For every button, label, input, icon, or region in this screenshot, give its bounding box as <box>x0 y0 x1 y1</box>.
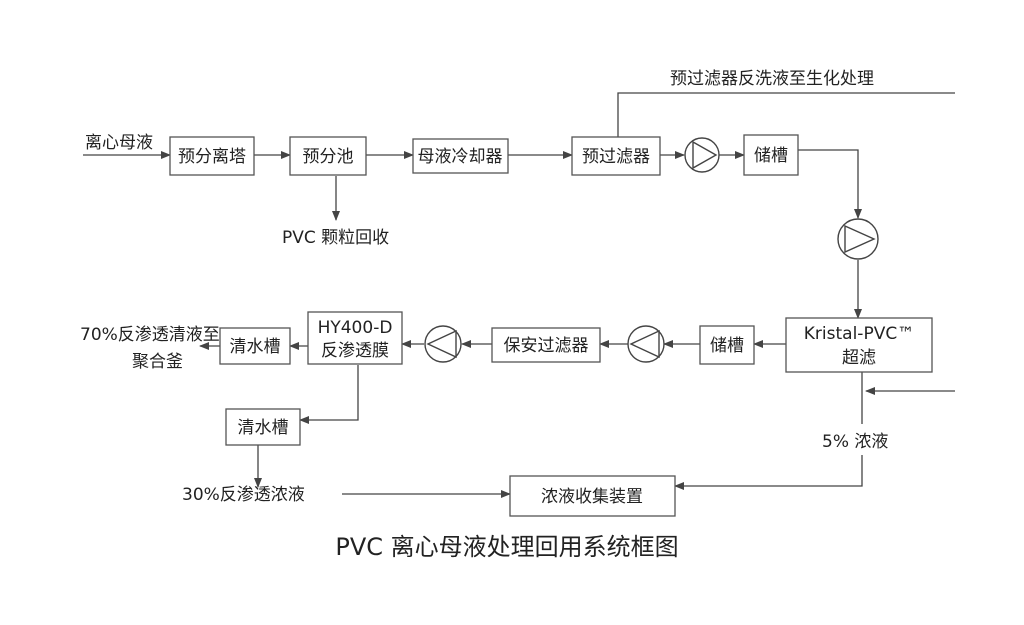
clean-water-tank-2-label: 清水槽 <box>238 418 289 438</box>
security-filter-box <box>491 327 601 363</box>
kristal-uf-label-line2: 超滤 <box>842 348 876 368</box>
storage-tank-2-box <box>699 325 755 365</box>
ro-membrane-box <box>307 311 403 365</box>
clean-water-tank-1-box <box>219 327 291 365</box>
input-label: 离心母液 <box>85 133 153 153</box>
kristal-uf-box <box>785 317 933 373</box>
cooler-box <box>412 138 509 174</box>
pump-icon-2 <box>837 218 879 260</box>
ro-membrane-label-line2: 反渗透膜 <box>321 341 389 361</box>
concentrate-5pct-label: 5% 浓液 <box>822 432 888 452</box>
concentrate-collector-label: 浓液收集装置 <box>541 487 643 507</box>
storage-tank-1-label: 储槽 <box>754 146 788 166</box>
figure-caption: PVC 离心母液处理回用系统框图 <box>335 533 678 561</box>
clean-water-tank-1-label: 清水槽 <box>230 337 281 357</box>
pump-icon-3 <box>627 325 665 363</box>
clean-water-tank-2-box <box>225 408 301 446</box>
backwash-note: 预过滤器反洗液至生化处理 <box>670 69 874 89</box>
pre-tank-box <box>289 136 367 176</box>
ro-70pct-label-line1: 70%反渗透清液至 <box>80 325 220 345</box>
concentrate-collector-box <box>509 475 676 517</box>
flow-line-storage1-to-pump2 <box>798 149 862 219</box>
flow-line-5pct-to-collector <box>674 455 863 490</box>
pvc-recovery-label: PVC 颗粒回收 <box>282 228 389 248</box>
flow-line-backwash <box>617 92 955 137</box>
storage-tank-2-label: 储槽 <box>710 336 744 356</box>
security-filter-label: 保安过滤器 <box>504 336 589 356</box>
ro-membrane-label-line1: HY400-D <box>318 318 393 338</box>
kristal-uf-label-line1: Kristal-PVC™ <box>804 324 914 344</box>
pre-tower-label: 预分离塔 <box>178 147 246 167</box>
pre-filter-label: 预过滤器 <box>582 147 650 167</box>
pre-tower-box <box>169 136 255 176</box>
pre-tank-label: 预分池 <box>303 147 354 167</box>
ro-70pct-label-line2: 聚合釜 <box>132 352 183 372</box>
cooler-label: 母液冷却器 <box>418 147 503 167</box>
storage-tank-1-box <box>743 134 799 176</box>
pump-icon-4 <box>424 325 462 363</box>
pre-filter-box <box>571 136 661 176</box>
pump-icon-1 <box>684 137 720 173</box>
ro-30pct-label: 30%反渗透浓液 <box>182 485 305 505</box>
flow-line-ro-to-clean2 <box>299 365 359 424</box>
